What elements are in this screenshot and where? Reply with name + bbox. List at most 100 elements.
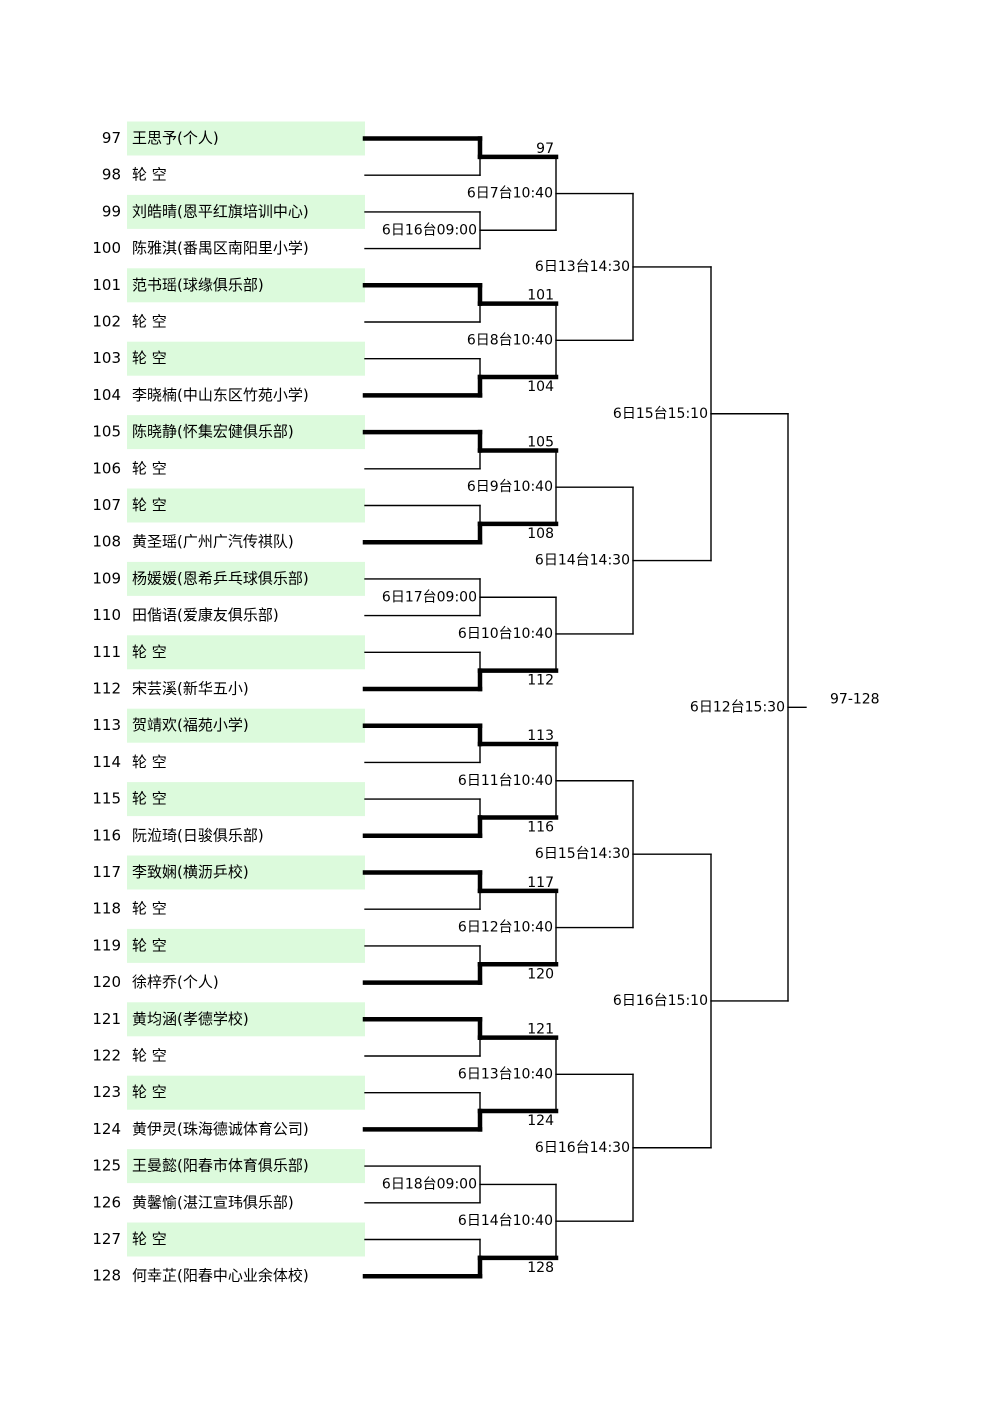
player-seed: 122 <box>92 1047 121 1065</box>
player-name: 阮涖琦(日骏俱乐部) <box>132 826 264 844</box>
player-seed: 103 <box>92 349 121 367</box>
player-highlight <box>127 415 365 450</box>
r2-winner-label: 105 <box>527 434 554 450</box>
player-seed: 119 <box>92 936 121 954</box>
r2-winner-label: 128 <box>527 1260 554 1276</box>
player-highlight <box>127 928 365 963</box>
player-highlight <box>127 561 365 596</box>
r4-schedule-label: 6日16台15:10 <box>613 993 708 1009</box>
player-seed: 112 <box>92 680 121 698</box>
player-seed: 108 <box>92 533 121 551</box>
r3-schedule-label: 6日15台14:30 <box>535 846 630 862</box>
player-highlight <box>127 1002 365 1037</box>
final-schedule-label: 6日12台15:30 <box>690 699 785 715</box>
r2-schedule-label: 6日9台10:40 <box>467 479 553 495</box>
r2-schedule-label: 6日13台10:40 <box>458 1066 553 1082</box>
r2-schedule-label: 6日12台10:40 <box>458 920 553 936</box>
player-seed: 117 <box>92 863 121 881</box>
r1-schedule-label: 6日18台09:00 <box>382 1176 477 1192</box>
player-name: 陈雅淇(番禺区南阳里小学) <box>132 239 309 257</box>
player-name: 轮 空 <box>132 790 167 808</box>
player-seed: 118 <box>92 900 121 918</box>
player-seed: 125 <box>92 1157 121 1175</box>
r3-schedule-label: 6日14台14:30 <box>535 553 630 569</box>
player-name: 田偕语(爱康友俱乐部) <box>132 606 279 624</box>
player-name: 王曼懿(阳春市体育俱乐部) <box>132 1157 309 1175</box>
player-highlight <box>127 268 365 303</box>
r2-schedule-label: 6日8台10:40 <box>467 332 553 348</box>
player-seed: 110 <box>92 606 121 624</box>
r2-winner-label: 113 <box>527 728 554 744</box>
bracket-range-label: 97-128 <box>830 691 880 707</box>
player-name: 轮 空 <box>132 349 167 367</box>
player-seed: 126 <box>92 1193 121 1211</box>
player-seed: 128 <box>92 1267 121 1285</box>
r2-schedule-label: 6日14台10:40 <box>458 1213 553 1229</box>
player-highlight <box>127 1222 365 1257</box>
player-name: 轮 空 <box>132 753 167 771</box>
r2-winner-label: 117 <box>527 875 554 891</box>
player-name: 黄伊灵(珠海德诚体育公司) <box>132 1120 309 1138</box>
player-name: 徐梓乔(个人) <box>132 973 219 991</box>
r2-winner-label: 121 <box>527 1022 554 1038</box>
player-name: 刘皓晴(恩平红旗培训中心) <box>132 202 309 220</box>
player-name: 王思予(个人) <box>132 129 219 147</box>
player-name: 轮 空 <box>132 1047 167 1065</box>
player-seed: 127 <box>92 1230 121 1248</box>
player-seed: 102 <box>92 313 121 331</box>
player-name: 轮 空 <box>132 900 167 918</box>
player-highlight <box>127 635 365 670</box>
player-name: 黄均涵(孝德学校) <box>132 1010 249 1028</box>
player-seed: 104 <box>92 386 121 404</box>
player-name: 杨媛媛(恩希乒乓球俱乐部) <box>132 569 309 587</box>
player-seed: 99 <box>102 202 121 220</box>
player-name: 轮 空 <box>132 496 167 514</box>
r2-winner-label: 108 <box>527 526 554 542</box>
player-name: 李致娴(横沥乒校) <box>132 863 249 881</box>
player-seed: 111 <box>92 643 121 661</box>
player-name: 宋芸溪(新华五小) <box>132 680 249 698</box>
player-name: 陈晓静(怀集宏健俱乐部) <box>132 423 294 441</box>
player-highlight <box>127 194 365 229</box>
player-name: 轮 空 <box>132 313 167 331</box>
r2-winner-label: 116 <box>527 819 554 835</box>
player-seed: 100 <box>92 239 121 257</box>
player-name: 轮 空 <box>132 643 167 661</box>
r3-schedule-label: 6日16台14:30 <box>535 1140 630 1156</box>
player-seed: 105 <box>92 423 121 441</box>
r2-winner-label: 101 <box>527 288 554 304</box>
player-highlight <box>127 855 365 890</box>
r1-schedule-label: 6日16台09:00 <box>382 222 477 238</box>
player-highlight <box>127 1075 365 1110</box>
r4-schedule-label: 6日15台15:10 <box>613 406 708 422</box>
player-seed: 101 <box>92 276 121 294</box>
player-highlight <box>127 121 365 156</box>
player-highlight <box>127 1149 365 1184</box>
player-seed: 113 <box>92 716 121 734</box>
player-name: 黄圣瑶(广州广汽传祺队) <box>132 533 294 551</box>
player-seed: 98 <box>102 166 121 184</box>
player-name: 何幸芷(阳春中心业余体校) <box>132 1267 309 1285</box>
player-name: 黄馨愉(湛江宣玮俱乐部) <box>132 1193 294 1211</box>
player-seed: 107 <box>92 496 121 514</box>
r2-winner-label: 97 <box>536 141 554 157</box>
player-name: 轮 空 <box>132 936 167 954</box>
player-highlight <box>127 488 365 523</box>
player-highlight <box>127 341 365 376</box>
player-name: 轮 空 <box>132 1230 167 1248</box>
r3-schedule-label: 6日13台14:30 <box>535 259 630 275</box>
player-seed: 121 <box>92 1010 121 1028</box>
player-seed: 120 <box>92 973 121 991</box>
r2-schedule-label: 6日10台10:40 <box>458 626 553 642</box>
player-highlight <box>127 782 365 817</box>
player-highlight <box>127 708 365 743</box>
player-name: 轮 空 <box>132 1083 167 1101</box>
player-seed: 114 <box>92 753 121 771</box>
player-seed: 124 <box>92 1120 121 1138</box>
player-seed: 97 <box>102 129 121 147</box>
player-seed: 115 <box>92 790 121 808</box>
player-seed: 123 <box>92 1083 121 1101</box>
player-name: 贺靖欢(福苑小学) <box>132 716 249 734</box>
